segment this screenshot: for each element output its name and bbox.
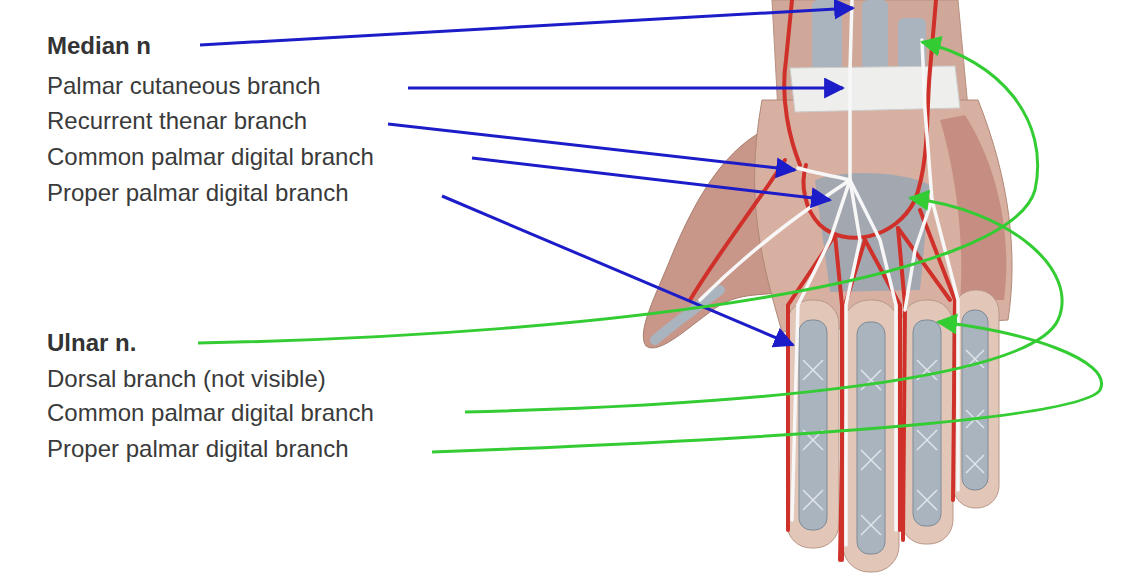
nerve-name: Median n — [47, 32, 151, 60]
branch-name: Proper palmar digital branch — [47, 435, 349, 463]
branch-name: Common palmar digital branch — [47, 399, 374, 427]
leader-line — [432, 322, 1102, 452]
branch-name: Recurrent thenar branch — [47, 107, 307, 135]
leader-line — [408, 87, 843, 90]
branch-name: Common palmar digital branch — [47, 143, 374, 171]
branch-name: Dorsal branch (not visible) — [47, 365, 326, 393]
leader-line — [388, 124, 795, 170]
branch-name: Palmar cutaneous branch — [47, 72, 321, 100]
branch-name: Proper palmar digital branch — [47, 179, 349, 207]
leader-line — [200, 8, 853, 45]
leader-line — [442, 196, 793, 345]
leader-lines — [198, 8, 1102, 452]
leader-line — [465, 198, 1062, 412]
nerve-name: Ulnar n. — [47, 329, 136, 357]
leader-line — [472, 158, 830, 200]
